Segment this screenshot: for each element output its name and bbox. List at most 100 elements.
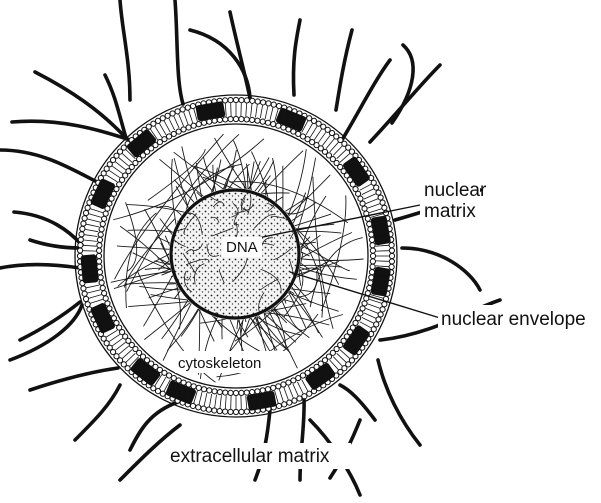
lipid-head xyxy=(97,248,102,253)
lipid-head xyxy=(378,195,383,200)
lipid-head xyxy=(376,317,381,322)
cytoskeleton-filament xyxy=(126,213,157,308)
ecm-fiber xyxy=(0,150,97,182)
lipid-head xyxy=(175,109,180,114)
ecm-fiber xyxy=(130,402,178,450)
lipid-head xyxy=(239,117,244,122)
lipid-head xyxy=(196,122,201,127)
lipid-head xyxy=(103,211,108,216)
lipid-head xyxy=(266,101,271,106)
lipid-head xyxy=(282,402,287,407)
lipid-head xyxy=(276,384,281,389)
lipid-head xyxy=(250,117,255,122)
lipid-head xyxy=(176,129,181,134)
lipid-head xyxy=(244,409,249,414)
lipid-head xyxy=(265,387,270,392)
lipid-head xyxy=(100,285,105,290)
lipid-head xyxy=(228,98,233,103)
lipid-head xyxy=(191,123,196,128)
lipid-head xyxy=(281,382,286,387)
lipid-head xyxy=(201,120,206,125)
lipid-head xyxy=(85,302,90,307)
lipid-head xyxy=(78,243,83,248)
lipid-head xyxy=(81,221,86,226)
lipid-head xyxy=(369,237,374,242)
ecm-fiber xyxy=(392,45,413,123)
lipid-head xyxy=(389,248,394,253)
ecm-fiber xyxy=(30,368,118,390)
lipid-head xyxy=(378,312,383,317)
lipid-head xyxy=(367,221,372,226)
lipid-head xyxy=(370,259,375,264)
lipid-head xyxy=(382,302,387,307)
lipid-head xyxy=(97,270,102,275)
lipid-head xyxy=(206,407,211,412)
lipid-head xyxy=(82,291,87,296)
lipid-head xyxy=(250,389,255,394)
lipid-head xyxy=(100,221,105,226)
ecm-fiber xyxy=(402,248,480,290)
lipid-head xyxy=(374,185,379,190)
lipid-head xyxy=(78,248,83,253)
lipid-head xyxy=(265,120,270,125)
lipid-head xyxy=(180,107,185,112)
lipid-head xyxy=(389,243,394,248)
lipid-head xyxy=(369,270,374,275)
lipid-head xyxy=(233,97,238,102)
leader-nuclear-envelope xyxy=(290,272,440,318)
lipid-head xyxy=(97,243,102,248)
lipid-head xyxy=(239,98,244,103)
cytoskeleton-filament xyxy=(306,248,349,271)
lipid-head xyxy=(370,253,375,258)
lipid-head xyxy=(276,103,281,108)
lipid-head xyxy=(170,111,175,116)
lipid-head xyxy=(228,409,233,414)
lipid-head xyxy=(367,285,372,290)
lipid-head xyxy=(201,406,206,411)
lipid-head xyxy=(196,385,201,390)
lipid-head xyxy=(255,99,260,104)
lipid-head xyxy=(228,117,233,122)
lipid-head xyxy=(185,105,190,110)
lipid-head xyxy=(271,102,276,107)
lipid-head xyxy=(260,119,265,124)
lipid-head xyxy=(217,409,222,414)
lipid-head xyxy=(99,280,104,285)
lipid-head xyxy=(81,286,86,291)
lipid-head xyxy=(97,237,102,242)
lipid-head xyxy=(233,390,238,395)
lipid-head xyxy=(382,205,387,210)
ecm-fiber xyxy=(75,385,120,440)
lipid-head xyxy=(228,390,233,395)
lipid-head xyxy=(370,248,375,253)
lipid-head xyxy=(207,388,212,393)
lipid-head xyxy=(223,390,228,395)
lipid-head xyxy=(165,113,170,118)
lipid-head xyxy=(190,403,195,408)
ecm-fiber xyxy=(378,360,420,445)
lipid-head xyxy=(376,190,381,195)
lipid-head xyxy=(287,400,292,405)
lipid-head xyxy=(389,259,394,264)
ecm-fiber xyxy=(175,0,183,104)
lipid-head xyxy=(360,201,365,206)
lipid-head xyxy=(365,216,370,221)
lipid-head xyxy=(362,206,367,211)
lipid-head xyxy=(244,98,249,103)
lipid-head xyxy=(370,264,375,269)
lipid-head xyxy=(260,100,265,105)
lipid-head xyxy=(271,122,276,127)
lipid-head xyxy=(250,98,255,103)
label-dna: DNA xyxy=(226,239,258,256)
lipid-head xyxy=(102,291,107,296)
ecm-fiber xyxy=(14,212,82,245)
lipid-head xyxy=(82,216,87,221)
lipid-head xyxy=(186,125,191,130)
label-nuclear-matrix-line1: nuclear xyxy=(424,180,487,201)
lipid-head xyxy=(380,307,385,312)
integrin-anchor xyxy=(80,254,98,283)
ecm-fiber xyxy=(10,305,82,360)
label-extracellular-matrix: extracellular matrix xyxy=(170,446,330,467)
lipid-head xyxy=(217,389,222,394)
label-nuclear-envelope: nuclear envelope xyxy=(441,309,586,330)
